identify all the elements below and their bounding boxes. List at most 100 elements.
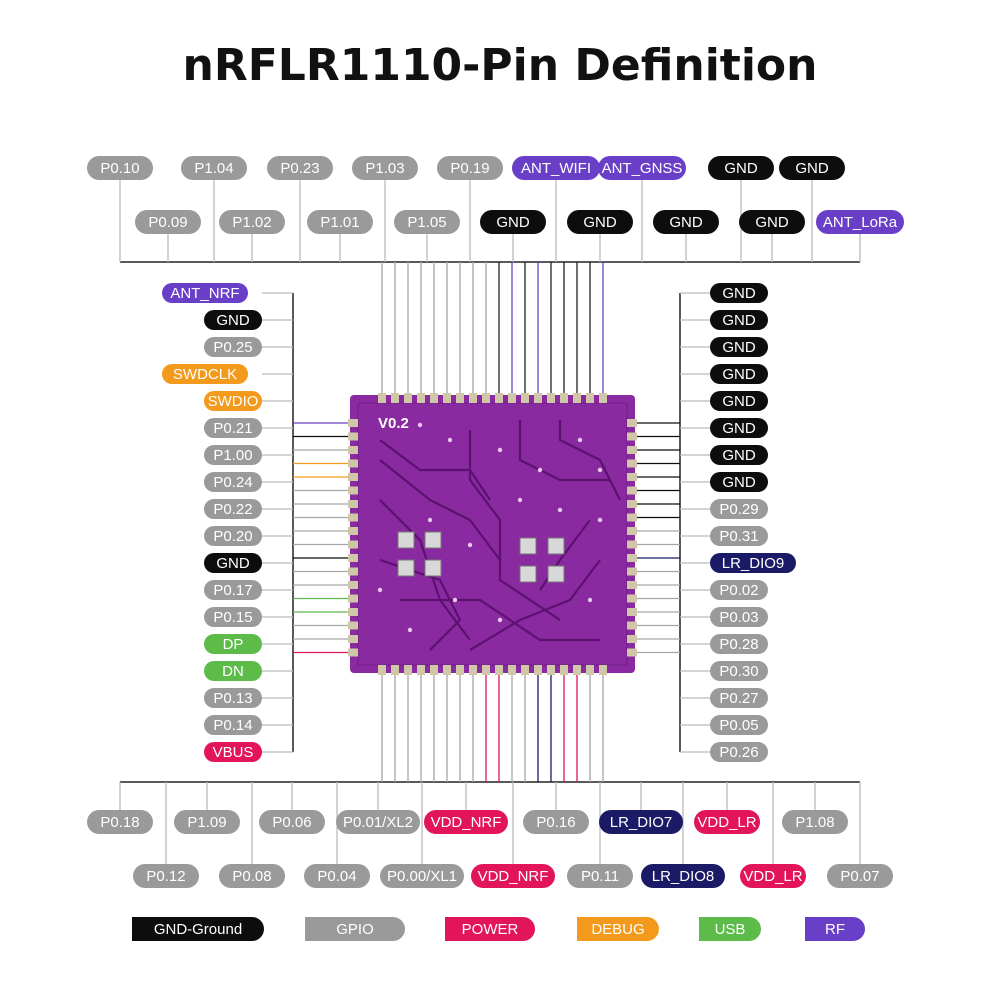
chip-edge-pin: [391, 665, 399, 675]
left-pin-p0-17: P0.17: [204, 580, 262, 600]
chip-pad: [519, 565, 537, 583]
top-pin-p1-01: P1.01: [307, 210, 373, 234]
right-pin-gnd: GND: [710, 364, 768, 384]
pin-label-pill: [740, 864, 806, 888]
pin-label-text: P1.08: [795, 814, 834, 831]
pin-label-pill: [204, 526, 262, 546]
chip-edge-pin: [586, 393, 594, 403]
chip-edge-pin: [348, 473, 358, 481]
pin-label-pill: [204, 337, 262, 357]
bottom-pin-p0-16: P0.16: [523, 810, 589, 834]
chip-edge-pin: [627, 419, 637, 427]
pin-label-text: P0.12: [146, 868, 185, 885]
legend-item-gnd-ground: GND-Ground: [132, 917, 264, 941]
pin-label-text: P0.03: [719, 609, 758, 626]
left-pin-dp: DP: [204, 634, 262, 654]
chip-via: [517, 497, 523, 503]
pin-label-pill: [204, 715, 262, 735]
pin-label-text: P0.18: [100, 814, 139, 831]
pin-label-text: P1.02: [232, 214, 271, 231]
chip-edge-pin: [469, 393, 477, 403]
chip-edge-pin: [627, 513, 637, 522]
pin-label-pill: [162, 283, 248, 303]
pin-label-text: LR_DIO9: [722, 555, 785, 572]
pin-label-pill: [219, 210, 285, 234]
pin-label-text: GND: [216, 555, 250, 572]
chip-edge-pin: [627, 567, 637, 576]
pin-label-pill: [204, 607, 262, 627]
pin-label-text: GND: [795, 160, 829, 177]
pin-label-text: P0.05: [719, 717, 758, 734]
bottom-pin-lr-dio8: LR_DIO8: [641, 864, 725, 888]
left-pin-p0-21: P0.21: [204, 418, 262, 438]
chip-edge-pin: [482, 393, 490, 403]
pin-label-text: P0.09: [148, 214, 187, 231]
pin-label-pill: [567, 210, 633, 234]
chip-edge-pin: [348, 540, 358, 549]
chip-edge-pin: [521, 665, 529, 675]
pin-label-pill: [653, 210, 719, 234]
chip-edge-pin: [599, 393, 607, 403]
pin-label-pill: [694, 810, 760, 834]
right-pin-gnd: GND: [710, 472, 768, 492]
chip-edge-pin: [348, 635, 358, 643]
chip-edge-pin: [348, 486, 358, 495]
chip-edge-pin: [627, 446, 637, 454]
legend-swatch: [577, 917, 659, 941]
pin-label-text: P1.01: [320, 214, 359, 231]
pin-label-text: GND: [722, 339, 756, 356]
pin-label-pill: [710, 607, 768, 627]
legend-item-gpio: GPIO: [305, 917, 405, 941]
chip-edge-pin: [348, 581, 358, 589]
top-pin-p0-09: P0.09: [135, 210, 201, 234]
pin-label-pill: [710, 364, 768, 384]
chip-trace: [400, 598, 600, 642]
pin-label-text: P0.07: [840, 868, 879, 885]
right-pin-p0-02: P0.02: [710, 580, 768, 600]
pin-label-text: P0.26: [719, 744, 758, 761]
pin-label-text: P0.04: [317, 868, 356, 885]
top-pin-gnd: GND: [480, 210, 546, 234]
pin-label-pill: [204, 553, 262, 573]
chip-edge-pin: [627, 594, 637, 603]
chip-edge-pin: [627, 473, 637, 481]
pin-label-pill: [710, 580, 768, 600]
chip-trace: [468, 430, 561, 621]
pin-label-text: VDD_NRF: [478, 868, 549, 885]
pin-label-pill: [204, 580, 262, 600]
bottom-pin-vdd-nrf: VDD_NRF: [424, 810, 508, 834]
pin-label-text: P0.00/XL1: [387, 868, 457, 885]
pin-label-text: P0.31: [719, 528, 758, 545]
chip-edge-pin: [627, 540, 637, 549]
chip-edge-pin: [573, 665, 581, 675]
pin-label-text: ANT_WIFI: [521, 160, 591, 177]
chip-edge-pin: [521, 393, 529, 403]
pin-label-text: P0.13: [213, 690, 252, 707]
chip-module: V0.2: [348, 393, 637, 675]
pin-label-text: P0.11: [581, 868, 619, 885]
pin-label-text: LR_DIO7: [610, 814, 673, 831]
pin-label-text: P0.08: [232, 868, 271, 885]
legend-item-usb: USB: [699, 917, 761, 941]
pin-label-pill: [135, 210, 201, 234]
legend-swatch: [805, 917, 865, 941]
pin-label-text: GND: [669, 214, 703, 231]
pin-label-pill: [87, 810, 153, 834]
chip-edge-pin: [456, 393, 464, 403]
left-pin-p0-24: P0.24: [204, 472, 262, 492]
pin-label-text: SWDIO: [208, 393, 259, 410]
right-pin-p0-27: P0.27: [710, 688, 768, 708]
pin-label-text: P0.23: [280, 160, 319, 177]
pin-label-text: LR_DIO8: [652, 868, 715, 885]
chip-edge-pin: [627, 554, 637, 562]
chip-edge-pin: [348, 621, 358, 630]
chip-edge-pin: [586, 665, 594, 675]
chip-edge-pin: [573, 393, 581, 403]
pin-label-pill: [710, 715, 768, 735]
pin-label-pill: [480, 210, 546, 234]
pin-label-text: P0.16: [536, 814, 575, 831]
chip-edge-pin: [404, 665, 412, 675]
bottom-pin-p0-00-xl1: P0.00/XL1: [380, 864, 464, 888]
pin-label-text: P0.14: [213, 717, 252, 734]
